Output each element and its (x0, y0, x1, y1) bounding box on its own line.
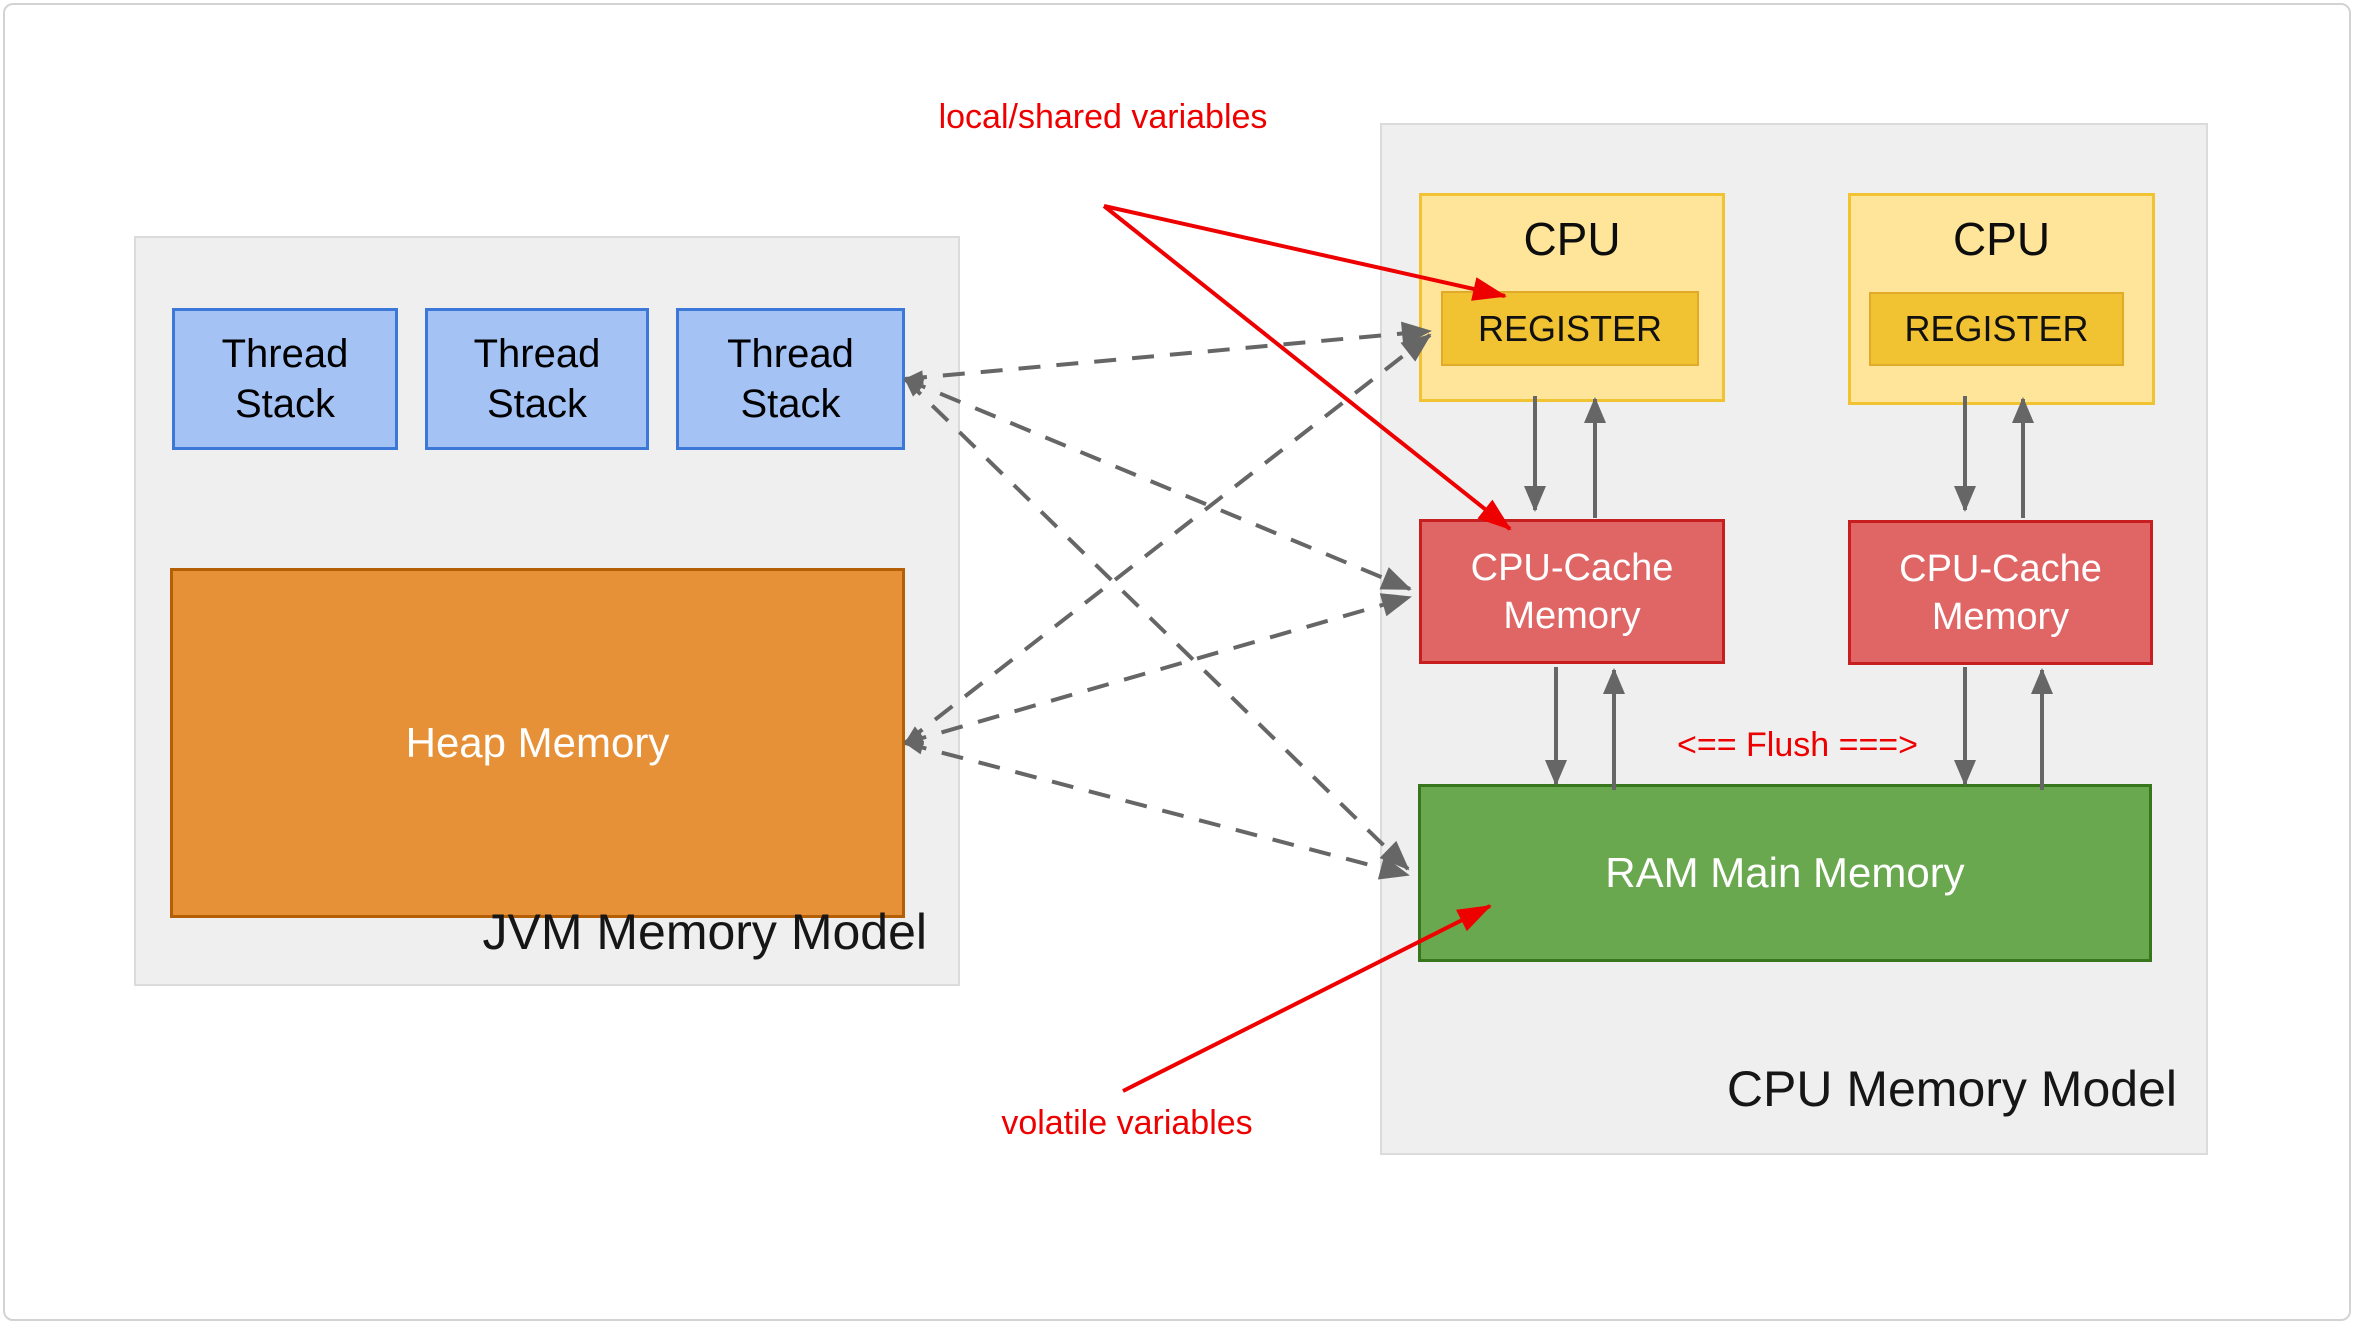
cpu-cache-label: CPU-Cache Memory (1899, 547, 2102, 638)
local-shared-variables-annotation: local/shared variables (938, 98, 1268, 136)
thread-stack-box-3: Thread Stack (676, 308, 905, 450)
thread-stack-box-2: Thread Stack (425, 308, 649, 450)
ram-label: RAM Main Memory (1605, 849, 1965, 896)
cpu-box-2: CPU REGISTER (1848, 193, 2155, 405)
cpu-label: CPU (1952, 213, 2051, 265)
volatile-variables-annotation: volatile variables (1001, 1104, 1253, 1142)
thread-stack-label: Thread Stack (221, 332, 349, 426)
flush-annotation: <== Flush ===> (1677, 726, 1919, 764)
thread-stack-box-1: Thread Stack (172, 308, 398, 450)
cpu-cache-memory-box-2: CPU-Cache Memory (1848, 520, 2153, 665)
register-box-1: REGISTER (1441, 291, 1699, 366)
heap-memory-label: Heap Memory (405, 719, 670, 766)
register-box-2: REGISTER (1869, 292, 2124, 366)
jvm-model-title: JVM Memory Model (482, 904, 927, 960)
register-label: REGISTER (1477, 307, 1663, 349)
thread-stack-label: Thread Stack (727, 332, 854, 426)
cpu-model-title: CPU Memory Model (1726, 1061, 2177, 1117)
cpu-box-1: CPU REGISTER (1419, 193, 1725, 402)
thread-stack-label: Thread Stack (473, 332, 601, 426)
ram-main-memory-box: RAM Main Memory (1418, 784, 2152, 962)
cpu-cache-memory-box-1: CPU-Cache Memory (1419, 519, 1725, 664)
cpu-cache-label: CPU-Cache Memory (1470, 546, 1674, 637)
register-label: REGISTER (1904, 308, 2089, 349)
cpu-label: CPU (1523, 213, 1621, 265)
page-border (3, 3, 2351, 1321)
heap-memory-box: Heap Memory (170, 568, 905, 918)
